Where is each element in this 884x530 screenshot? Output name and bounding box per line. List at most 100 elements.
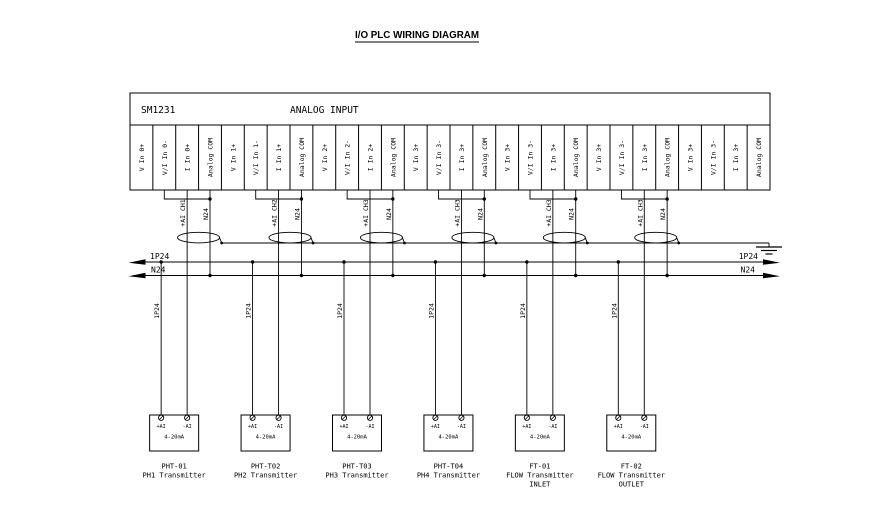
transmitter-name: PH3 Transmitter bbox=[325, 472, 388, 480]
cable-shield-ellipse bbox=[359, 231, 403, 244]
supply-wire-label: 1P24 bbox=[153, 303, 161, 319]
neutral-wire-label: N24 bbox=[568, 208, 576, 220]
bus-supply-label-left: 1P24 bbox=[150, 252, 169, 261]
terminal-label: V In 0+ bbox=[138, 144, 146, 171]
terminal-label: V In 3+ bbox=[687, 144, 695, 171]
terminal-label: Analog COM bbox=[572, 138, 580, 177]
transmitter-sub: INLET bbox=[529, 481, 551, 489]
junction-dot bbox=[677, 241, 681, 245]
signal-wire-label: +AI CH3 bbox=[636, 199, 644, 226]
transmitter-minus-label: -AI bbox=[183, 424, 192, 430]
supply-wire-label: 1P24 bbox=[427, 303, 435, 319]
transmitter-id: PHT-T03 bbox=[342, 463, 372, 471]
neutral-wire-label: N24 bbox=[293, 208, 301, 220]
supply-wire-label: 1P24 bbox=[245, 303, 253, 319]
junction-dot bbox=[391, 273, 395, 278]
transmitter-plus-label: +AI bbox=[614, 424, 623, 430]
transmitter-box bbox=[240, 414, 291, 452]
transmitter-range-label: 4-20mA bbox=[621, 435, 642, 441]
bus-arrow-icon bbox=[763, 272, 780, 279]
terminal-slash bbox=[250, 415, 255, 420]
shield-ground-bus bbox=[221, 242, 782, 255]
terminal-label: V In 3+ bbox=[595, 144, 603, 171]
transmitter-id: PHT-T04 bbox=[434, 463, 464, 471]
terminal-slash bbox=[550, 415, 555, 420]
signal-wire-label: +AI CH3 bbox=[453, 199, 461, 226]
bus-arrow-icon bbox=[128, 259, 146, 265]
signal-wire-label: +AI CH3 bbox=[362, 199, 370, 226]
junction-dot bbox=[220, 241, 224, 245]
bus-neutral-label-right: N24 bbox=[741, 266, 756, 275]
jumper-wire bbox=[255, 190, 302, 200]
bus-arrow-icon bbox=[763, 259, 780, 265]
terminal-label: V In 2+ bbox=[321, 144, 329, 171]
junction-dot bbox=[525, 260, 529, 264]
junction-dot bbox=[159, 260, 163, 264]
terminal-label: I In 3+ bbox=[458, 144, 466, 171]
neutral-wire-label: N24 bbox=[659, 208, 667, 220]
transmitter-name: FLOW Transmitter bbox=[598, 472, 665, 480]
cable-shield-ellipse bbox=[177, 231, 221, 244]
terminal-slash bbox=[159, 415, 164, 420]
terminal-label: Analog COM bbox=[207, 138, 215, 177]
transmitter-minus-label: -AI bbox=[274, 424, 283, 430]
terminal-slash bbox=[367, 415, 373, 420]
transmitter-minus-label: -AI bbox=[548, 424, 557, 430]
cable-shield-ellipse bbox=[268, 231, 312, 244]
terminal-label: Analog COM bbox=[389, 138, 397, 177]
neutral-wire-label: N24 bbox=[202, 208, 210, 220]
jumper-wire bbox=[163, 190, 210, 200]
transmitter-plus-label: +AI bbox=[157, 424, 166, 430]
junction-dot bbox=[250, 260, 255, 264]
transmitter-minus-label: -AI bbox=[457, 424, 466, 430]
transmitter-name: PH2 Transmitter bbox=[234, 472, 297, 480]
terminal-label: V In 3+ bbox=[412, 144, 420, 171]
transmitter-id: FT-02 bbox=[621, 463, 642, 471]
junction-dot bbox=[585, 241, 589, 245]
junction-dot bbox=[208, 273, 212, 278]
jumper-wire bbox=[620, 190, 668, 200]
transmitter-plus-label: +AI bbox=[522, 424, 531, 430]
terminal-label: I In 1+ bbox=[275, 144, 283, 171]
transmitter-box bbox=[332, 414, 382, 452]
cable-shield-ellipse bbox=[451, 231, 495, 244]
transmitter-id: PHT-T02 bbox=[251, 463, 281, 471]
transmitter-plus-label: +AI bbox=[339, 424, 348, 430]
terminal-label: V/I In 2- bbox=[344, 140, 352, 175]
cable-shield-ellipse bbox=[542, 231, 586, 244]
transmitter-range-label: 4-20mA bbox=[438, 435, 459, 441]
signal-wire-label: +AI CH2 bbox=[271, 199, 279, 226]
terminal-label: V/I In 3- bbox=[435, 140, 443, 175]
transmitter-box bbox=[423, 414, 474, 452]
supply-wire-label: 1P24 bbox=[610, 303, 618, 319]
terminal-label: V/I In 3- bbox=[618, 140, 626, 175]
terminal-label: Analog COM bbox=[664, 138, 672, 177]
terminal-slash bbox=[616, 415, 621, 420]
terminal-slash bbox=[433, 415, 438, 420]
transmitter-box bbox=[606, 414, 657, 452]
diagram-title: I/O PLC WIRING DIAGRAM bbox=[355, 29, 479, 41]
transmitter-range-label: 4-20mA bbox=[256, 435, 277, 441]
transmitter-sub: OUTLET bbox=[619, 481, 645, 489]
terminal-label: V/I In 3- bbox=[527, 140, 535, 175]
terminal-label: V/I In 1- bbox=[252, 140, 260, 175]
terminal-label: Analog COM bbox=[481, 138, 489, 177]
terminal-slash bbox=[276, 415, 281, 420]
junction-dot bbox=[482, 273, 486, 278]
jumper-wire bbox=[529, 190, 576, 200]
junction-dot bbox=[433, 260, 438, 264]
bus-arrow-icon bbox=[128, 272, 146, 279]
terminal-label: I In 3+ bbox=[549, 144, 557, 171]
supply-wire-label: 1P24 bbox=[519, 303, 527, 319]
terminal-slash bbox=[341, 415, 347, 420]
transmitter-range-label: 4-20mA bbox=[164, 435, 185, 441]
